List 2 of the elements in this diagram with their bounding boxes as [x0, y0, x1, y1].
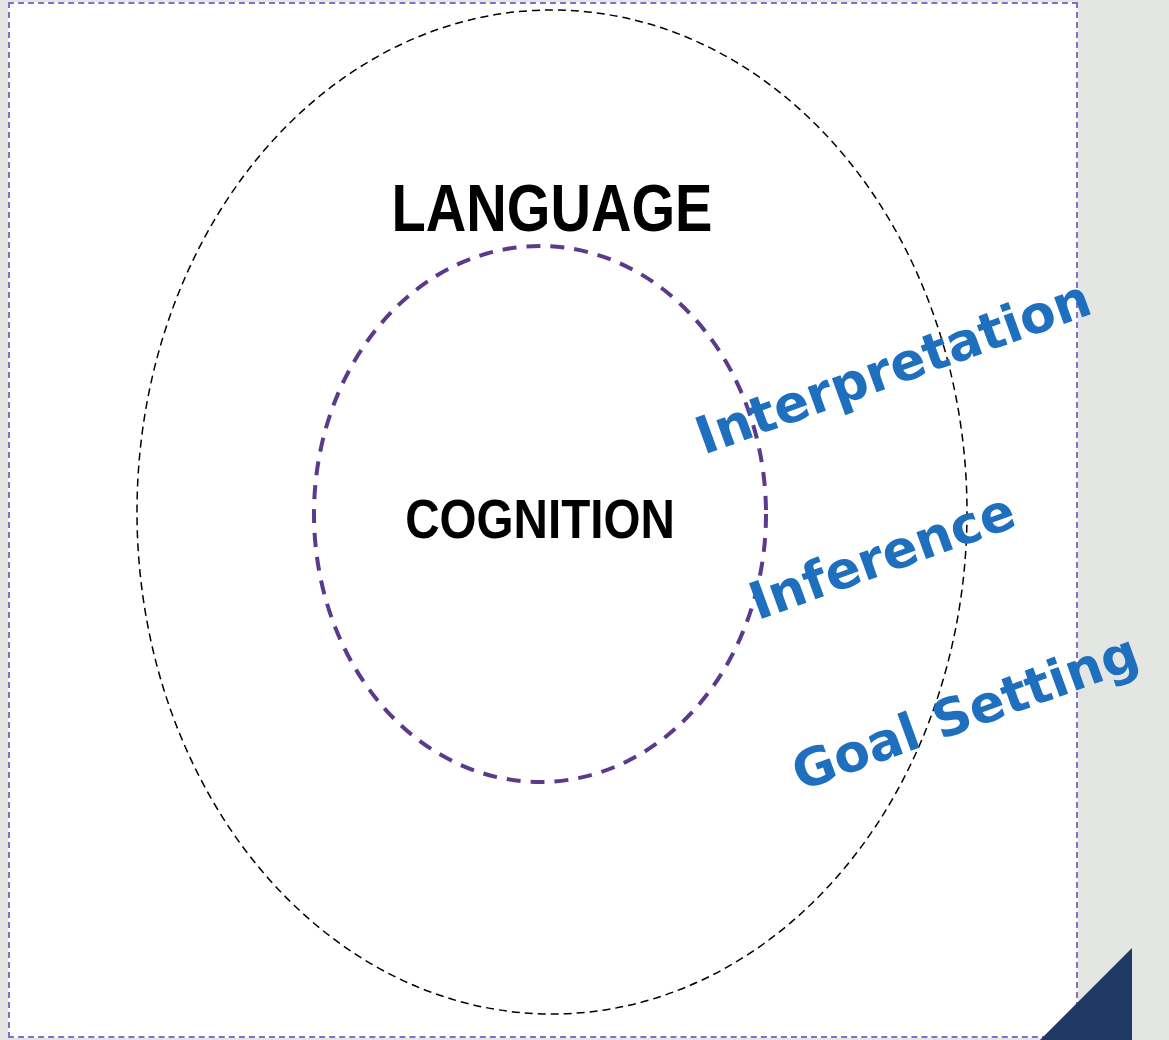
- region-label: COGNITION: [405, 486, 675, 551]
- region-label: LANGUAGE: [391, 170, 713, 246]
